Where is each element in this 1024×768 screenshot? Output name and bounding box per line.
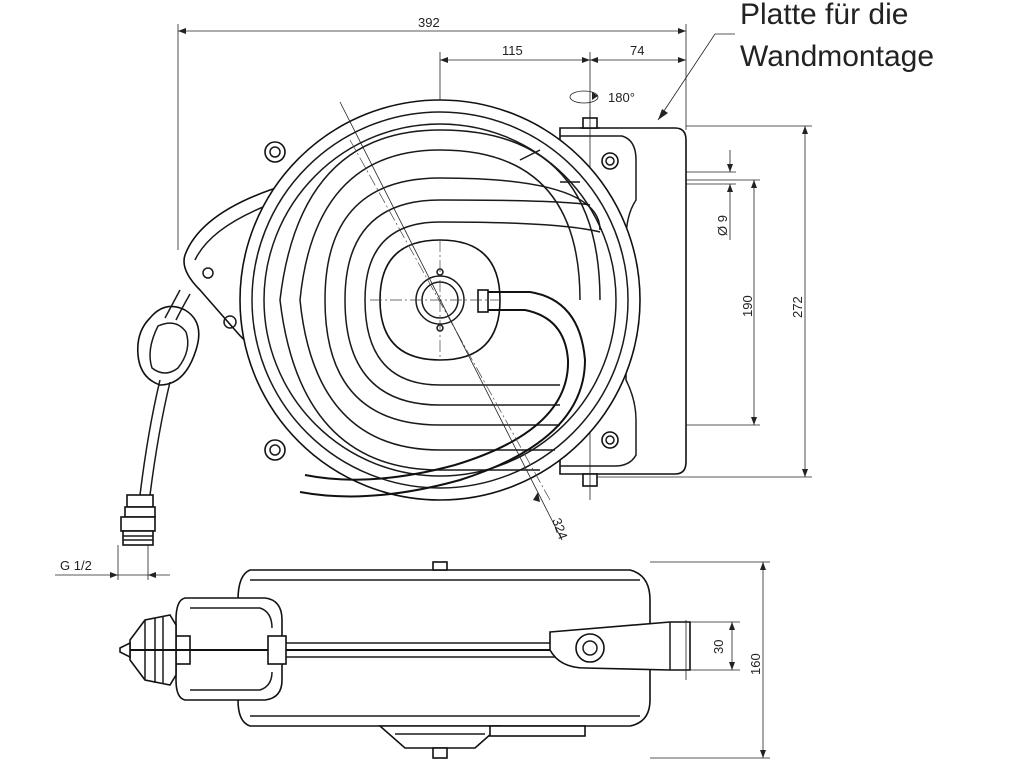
hose-stop-and-fitting — [120, 289, 200, 546]
callout-line-1: Platte für die — [740, 0, 908, 31]
plate-hole-bottom — [601, 431, 619, 449]
side-top-bolt — [432, 561, 448, 571]
side-pivot-bolt — [575, 633, 605, 663]
dim-272: 272 — [790, 296, 805, 318]
callout-leader — [657, 33, 735, 121]
dimension-drum-diameter: 324 — [339, 101, 571, 542]
dim-160: 160 — [748, 653, 763, 675]
fitting-thread — [122, 530, 154, 546]
reel-housing-rim — [251, 111, 629, 489]
dimension-plate-height: 272 — [590, 125, 812, 478]
dim-180-degrees: 180° — [608, 90, 635, 105]
side-housing — [237, 569, 651, 727]
rotation-indicator: 180° — [569, 90, 635, 105]
callout-arrowhead — [658, 109, 668, 120]
dim-190: 190 — [740, 295, 755, 317]
fitting-nut — [126, 494, 154, 508]
callout-wall-mount-plate: Platte für die Wandmontage — [657, 0, 934, 121]
plate-hole-top — [601, 152, 619, 170]
hose-outlet-lower — [304, 309, 570, 481]
reel-side-view — [119, 561, 691, 759]
guide-arm-pivot — [202, 267, 214, 279]
dim-g-half: G 1/2 — [60, 558, 92, 573]
dim-30: 30 — [711, 640, 726, 654]
dimension-overall-width: 392 — [177, 15, 687, 250]
dim-115: 115 — [502, 43, 523, 58]
dimension-hole-spacing: 190 — [686, 179, 760, 426]
mounting-lug-bottom — [264, 439, 286, 461]
dimension-hose-offset: 30 — [690, 621, 740, 671]
hose-outlet-upper — [299, 291, 587, 498]
mounting-lug-top — [264, 141, 286, 163]
hose-connector — [477, 289, 489, 313]
dimension-depth: 160 — [650, 561, 770, 759]
dim-hole-9: Ø 9 — [715, 215, 730, 236]
side-hose-clamp — [267, 635, 287, 665]
callout-line-2: Wandmontage — [740, 40, 934, 73]
dimension-center-offset: 115 74 — [439, 43, 686, 270]
dim-324: 324 — [549, 516, 571, 542]
dim-74: 74 — [630, 43, 644, 58]
side-wall-bracket — [377, 725, 503, 749]
reel-front-view — [183, 99, 687, 501]
hose-coils — [279, 129, 601, 471]
dim-392: 392 — [418, 15, 440, 30]
dimension-hole-diameter: Ø 9 — [686, 150, 736, 240]
dimension-thread: G 1/2 — [55, 545, 170, 580]
